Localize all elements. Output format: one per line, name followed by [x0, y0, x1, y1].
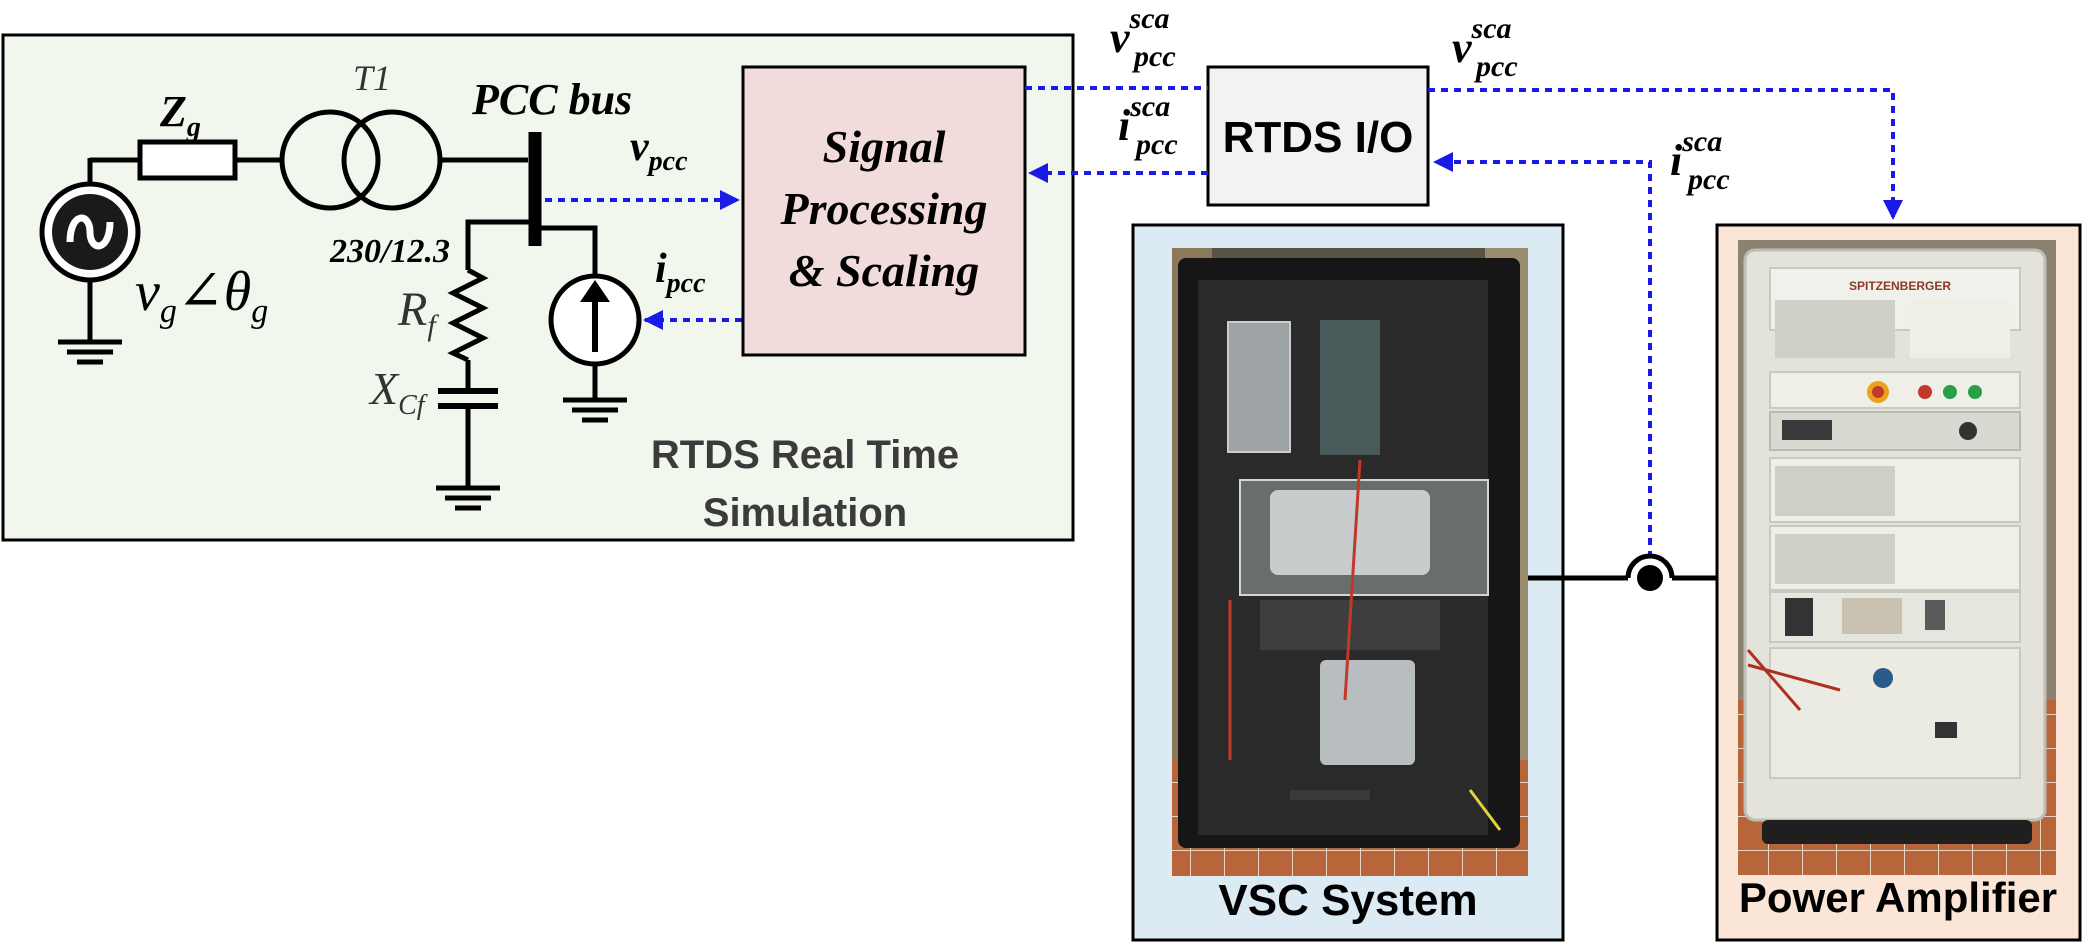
filter-capacitor-label: XCf	[368, 363, 428, 421]
current-source	[535, 225, 642, 398]
rtds-sim-title-line1: RTDS Real Time	[651, 433, 959, 477]
grid-impedance-label: Zg	[159, 87, 201, 143]
signal-block-line1: Signal	[823, 121, 946, 172]
i-pcc-label: ipcc	[655, 246, 706, 299]
transformer-label: T1	[353, 58, 391, 98]
v-pcc-label: vpcc	[630, 124, 688, 177]
i-sca-line-measurement-to-io	[1433, 152, 1652, 558]
amplifier-brand: SPITZENBERGER	[1849, 279, 1951, 293]
pcc-bus-label: PCC bus	[471, 75, 632, 124]
ground-icon-source	[58, 339, 122, 365]
transformer-ratio: 230/12.3	[329, 233, 450, 270]
filter-branch	[438, 219, 535, 486]
transformer-t1	[279, 109, 528, 211]
signal-block-line3: & Scaling	[789, 245, 979, 296]
signal-processing-block: Signal Processing & Scaling	[741, 65, 1027, 357]
ground-icon-filter	[436, 485, 500, 511]
grid-voltage-source	[39, 158, 141, 340]
vsc-system-label: VSC System	[1218, 876, 1477, 925]
rtds-io-label: RTDS I/O	[1223, 113, 1414, 162]
power-amplifier-label: Power Amplifier	[1739, 874, 2057, 921]
rtds-sim-title-line2: Simulation	[703, 491, 907, 535]
grid-impedance	[90, 139, 282, 181]
power-amplifier-photo: SPITZENBERGER	[1738, 240, 2056, 875]
vsc-cabinet-photo	[1172, 248, 1528, 876]
ground-icon-current-source	[563, 397, 627, 423]
grid-voltage-label: vg∠θg	[135, 261, 268, 330]
current-measurement-dot	[1637, 565, 1663, 591]
v-sca-line-io-to-amplifier	[1428, 88, 1903, 220]
signal-block-line2: Processing	[780, 183, 988, 234]
rtds-io-block: RTDS I/O	[1206, 65, 1430, 207]
